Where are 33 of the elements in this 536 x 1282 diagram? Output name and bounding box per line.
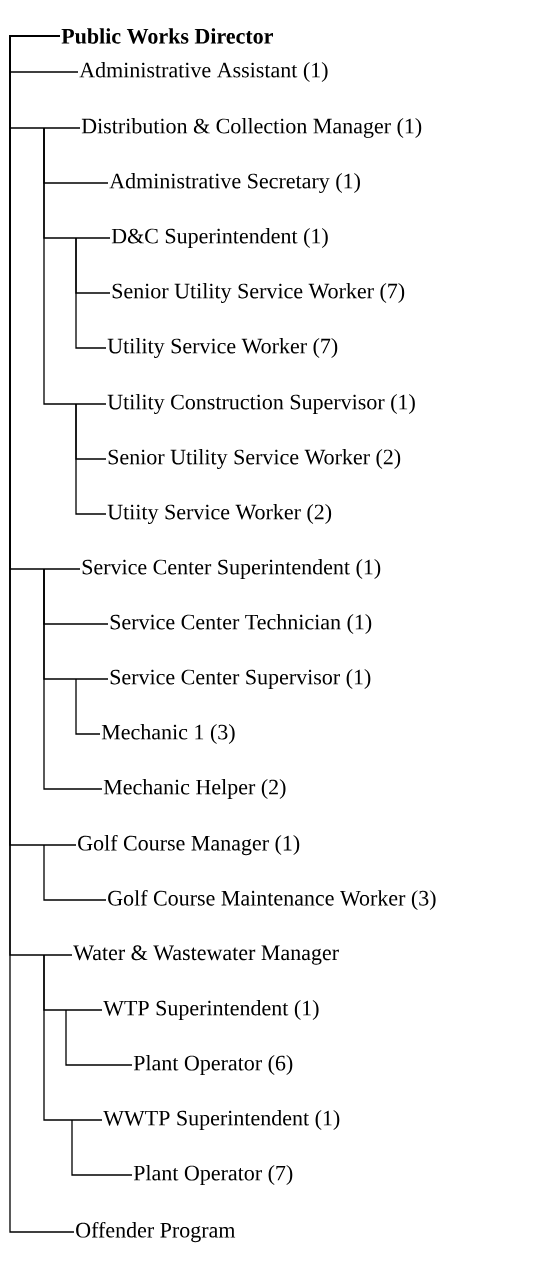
connector-line [71,1119,133,1176]
position-label: Utiity Service Worker (2) [107,504,332,524]
position-label: Senior Utility Service Worker (7) [112,283,405,303]
position-label: Plant Operator (6) [133,1055,293,1075]
position-label: Mechanic Helper (2) [103,779,286,799]
position-label: Service Center Superintendent (1) [82,559,381,579]
position-label: Plant Operator (7) [133,1165,293,1185]
position-label: Distribution & Collection Manager (1) [81,118,422,138]
connector-line [65,1009,133,1066]
position-label: Offender Program [76,1221,236,1243]
position-label: WWTP Superintendent (1) [103,1110,340,1130]
connector-line [75,237,107,349]
position-label: Utility Construction Supervisor (1) [107,394,415,414]
position-label: D&C Superintendent (1) [111,228,328,248]
connector-line [43,127,107,405]
position-label: Water & Wastewater Manager [73,945,339,965]
connector-line [9,35,75,1233]
position-label: Service Center Supervisor (1) [110,669,371,689]
connector-line [43,568,103,790]
position-label: Administrative Secretary (1) [109,173,360,193]
position-label: Golf Course Manager (1) [78,834,300,856]
connector-line [75,678,101,735]
connector-line [43,844,107,901]
position-label: Golf Course Maintenance Worker (3) [108,889,436,911]
position-label: Administrative Assistant (1) [79,62,328,82]
position-label: Senior Utility Service Worker (2) [108,449,401,469]
connector-line [75,403,107,515]
position-label: Mechanic 1 (3) [101,724,235,744]
position-label: WTP Superintendent (1) [103,1000,319,1020]
connector-line [43,954,103,1121]
title-label: Public Works Director [61,28,273,44]
position-label: Utility Service Worker (7) [107,338,338,358]
position-label: Service Center Technician (1) [110,614,372,634]
